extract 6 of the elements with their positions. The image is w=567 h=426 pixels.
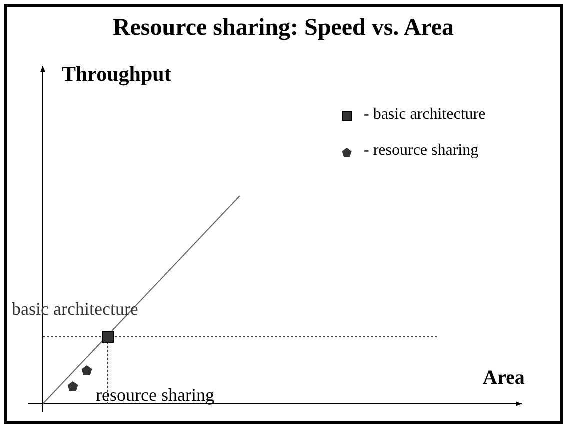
point-label: resource sharing — [96, 386, 214, 404]
legend-label: - resource sharing — [364, 143, 479, 159]
axis-title: Throughput — [62, 64, 172, 85]
axis-title: Area — [483, 368, 525, 388]
legend-label: - basic architecture — [364, 107, 486, 123]
title: Resource sharing: Speed vs. Area — [112, 16, 456, 40]
